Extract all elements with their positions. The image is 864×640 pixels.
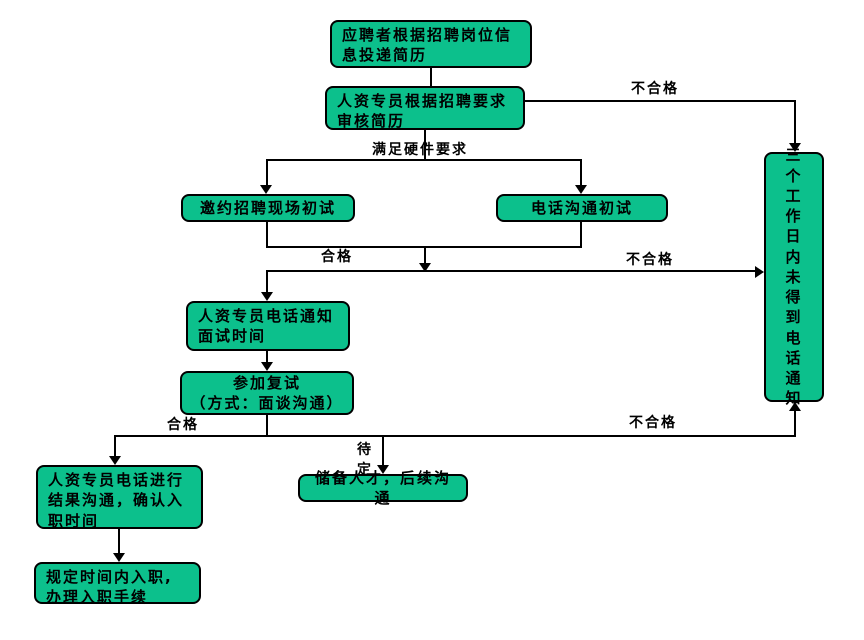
connector-apply-review [430, 68, 432, 86]
arrow-join-down-icon [419, 263, 431, 272]
edge-label-qualified-bottom: 合格 [167, 417, 199, 433]
node-phone-first-interview: 电话沟通初试 [496, 194, 668, 222]
node-notify-interview-time: 人资专员电话通知面试时间 [186, 301, 350, 351]
connector-onsite-join-v [266, 222, 268, 248]
node-no-phone-notice: 三个工作日内未得到电话通知 [764, 146, 824, 407]
connector-to-reserve-v [382, 435, 384, 467]
connector-split-left-v [266, 159, 268, 187]
edge-label-unqualified-mid: 不合格 [626, 252, 674, 268]
edge-label-unqualified-top: 不合格 [631, 81, 679, 97]
arrow-into-notice-bottom-icon [789, 402, 801, 411]
connector-result-onboard-v [118, 529, 120, 555]
arrow-into-onsite-icon [260, 185, 272, 194]
connector-split-h [267, 159, 582, 161]
edge-label-pending: 待定 [357, 442, 373, 478]
connector-to-notify-v [266, 270, 268, 294]
connector-to-notice-up-v [794, 409, 796, 437]
arrow-into-result-icon [109, 456, 121, 465]
arrow-into-phone-icon [575, 185, 587, 194]
arrow-into-second-icon [261, 362, 273, 371]
edge-label-qualified-mid: 合格 [321, 249, 353, 265]
connector-join-down-v [424, 246, 426, 265]
arrow-into-notice-top-icon [789, 143, 801, 152]
node-onboard: 规定时间内入职,办理入职手续 [34, 562, 201, 606]
connector-split-right-v [580, 159, 582, 187]
arrow-into-onboard-icon [113, 553, 125, 562]
arrow-into-notice-left-icon [755, 266, 764, 278]
edge-label-meets-hardware-req: 满足硬件要求 [372, 142, 468, 158]
connector-phone-join-v [580, 222, 582, 248]
connector-final-h [114, 435, 795, 437]
connector-notify-second-v [266, 351, 268, 364]
node-reserve-talent: 储备人才，后续沟通 [298, 469, 468, 507]
arrow-into-reserve-icon [377, 465, 389, 474]
connector-review-split-v [424, 130, 426, 161]
connector-result-h [267, 270, 756, 272]
edge-label-unqualified-bottom: 不合格 [629, 415, 677, 431]
arrow-into-notify-icon [261, 292, 273, 301]
node-apply: 应聘者根据招聘岗位信息投递简历 [330, 20, 532, 68]
connector-review-unqualified-h [525, 100, 795, 102]
node-result-communication: 人资专员电话进行结果沟通，确认入职时间 [36, 465, 203, 530]
node-second-interview: 参加复试 （方式：面谈沟通） [180, 371, 354, 415]
node-onsite-first-interview: 邀约招聘现场初试 [181, 194, 355, 222]
connector-review-unqualified-v [794, 100, 796, 145]
node-review: 人资专员根据招聘要求审核简历 [325, 86, 525, 130]
connector-second-down-v [266, 415, 268, 437]
connector-to-result-v [114, 435, 116, 458]
